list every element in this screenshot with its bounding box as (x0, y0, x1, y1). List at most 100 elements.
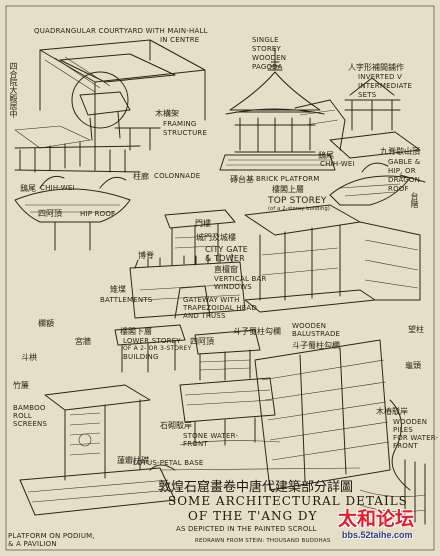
gable-label: gable & hip, or dragon roof (388, 158, 420, 194)
framing-cjk: 木構架 (155, 109, 179, 118)
framing-line2: structure (163, 129, 208, 137)
battlements-label: battlements (100, 296, 153, 304)
inverted-v-line1: inverted V (358, 73, 402, 81)
chihwei-right-cjk: 鴟尾 (318, 151, 334, 160)
pagoda-label: single storey wooden pagoda (252, 36, 286, 72)
wooden-piles-line1: wooden (393, 418, 428, 426)
inverted-v-line2: intermediate (358, 82, 413, 90)
stone-waterfront-label: stone water- front (183, 432, 238, 448)
framing-label: framing structure (163, 120, 207, 138)
wooden-piles-line3: for water- (393, 434, 439, 442)
top-storey-line2: (of a 2-storey building) (268, 206, 330, 212)
wooden-piles-cjk: 木樁駁岸 (376, 407, 408, 416)
pagoda-label-line4: pagoda (252, 63, 283, 71)
gateway-label: gateway with trapezoidal head and truss (183, 296, 257, 320)
stone-waterfront-line1: stone water- (183, 432, 239, 440)
title-line2: of the T'ang Dy (188, 509, 318, 523)
balustrade-cjk: 斗子蜀柱勾欄 (233, 327, 281, 336)
wooden-balustrade-label: wooden balustrade (292, 322, 340, 338)
title-line4: redrawn from stein: thousand buddhas (195, 538, 331, 544)
gable-line3: dragon (388, 176, 421, 184)
lower-storey-label: lower storey of a 2- or 3-storey buildin… (123, 337, 191, 361)
balustrade-drawing (254, 339, 426, 525)
gateway-line2: trapezoidal head (183, 304, 257, 312)
podium-line2: & a pavilion (8, 540, 57, 548)
title-line1: Some Architectural Details (168, 494, 408, 508)
balustrade-cjk-2: 斗子蜀柱勾欄 (292, 341, 340, 350)
misc-cjk-1: 欄額 (38, 319, 54, 328)
wooden-balustrade-line2: balustrade (292, 330, 341, 338)
top-storey-cjk: 樓閣上層 (272, 185, 304, 194)
gable-line4: roof (388, 185, 409, 193)
misc-cjk-2: 斗栱 (21, 353, 37, 362)
wooden-piles-label: wooden piles for water- front (393, 418, 438, 450)
city-gate-line1: city gate (205, 245, 249, 254)
inverted-v-line3: sets (358, 91, 377, 99)
misc-cjk-5: 博脊 (138, 251, 154, 260)
hip-roof-cjk: 四阿頂 (38, 209, 62, 218)
title-cjk: 敦煌石窟畫卷中唐代建築部分詳圖 (158, 480, 354, 495)
misc-cjk-6: 宮牆 (75, 337, 91, 346)
gable-roof-drawing (329, 162, 426, 206)
pavilion-drawing (19, 384, 176, 516)
bamboo-line1: bamboo (13, 404, 46, 412)
lotus-cjk: 蓮瓣柱礎 (117, 456, 149, 465)
city-gate-drawing (129, 209, 246, 319)
stone-waterfront-cjk: 石砌駁岸 (160, 421, 192, 430)
wooden-balustrade-line1: wooden (292, 322, 327, 330)
bamboo-line3: screens (13, 420, 48, 428)
vertical-bar-line2: windows (214, 283, 252, 291)
wooden-piles-line4: front (393, 442, 418, 450)
pagoda-label-line2: storey (252, 45, 281, 53)
top-storey-label: top storey (of a 2-storey building) (268, 197, 330, 213)
top-storey-line1: top storey (268, 196, 327, 206)
vertical-bar-label: vertical bar windows (214, 275, 267, 291)
pagoda-label-line3: wooden (252, 54, 287, 62)
stone-waterfront-drawing (179, 377, 281, 446)
vertical-bar-cjk: 直欞窗 (214, 265, 238, 274)
battlements-cjk: 雉堞 (110, 285, 126, 294)
misc-cjk-4: 門樓 (195, 219, 211, 228)
misc-cjk-7: 四阿頂 (190, 337, 214, 346)
hip-roof-label: hip roof (80, 210, 116, 218)
vertical-bar-line1: vertical bar (214, 275, 267, 283)
brick-platform-label: brick platform (256, 175, 320, 183)
pagoda-drawing (219, 47, 346, 171)
hip-roof-drawing (14, 175, 131, 251)
inverted-v-cjk: 人字形補間鋪作 (348, 63, 404, 72)
city-gate-label: city gate & tower (205, 245, 248, 263)
gateway-line3: and truss (183, 312, 226, 320)
chihwei-right-label: chih-wei (320, 160, 355, 168)
lotus-label: lotus-petal base (133, 459, 204, 467)
city-gate-cjk: 城門及城樓 (196, 233, 236, 242)
bamboo-line2: roll (13, 412, 32, 420)
misc-cjk-3: 望柱 (408, 325, 424, 334)
bamboo-cjk: 竹簾 (13, 381, 29, 390)
gable-cjk: 九脊歇山頂 (380, 147, 420, 156)
vertical-cjk-left: 四合院大殿居中 (9, 62, 18, 118)
brick-platform-cjk: 磚台基 (230, 175, 254, 184)
courtyard-label: Quadrangular courtyard with main-hall (34, 27, 208, 35)
city-gate-line2: & tower (205, 254, 245, 263)
gable-line1: gable & (388, 158, 421, 166)
pagoda-label-line1: single (252, 36, 279, 44)
misc-cjk-8: 龜頭 (405, 361, 421, 370)
podium-line1: platform on podium, (8, 532, 95, 540)
title-line3: as depicted in the painted scroll (176, 525, 317, 533)
watermark-url: bbs.52taihe.com (342, 530, 413, 540)
chihwei-left-cjk: 鴟尾 (20, 184, 36, 193)
courtyard-label-line2: in centre (160, 36, 200, 44)
colonnade-cjk: 柱廊 (133, 172, 149, 181)
watermark-logo-text: 太和论坛 (338, 508, 415, 530)
courtyard-label-line1: Quadrangular courtyard with main-hall (34, 27, 208, 35)
courtyard-drawing (14, 39, 206, 173)
bamboo-label: bamboo roll screens (13, 404, 47, 428)
wooden-piles-line2: piles (393, 426, 414, 434)
lower-storey-cjk: 樓閣下層 (120, 327, 152, 336)
top-storey-drawing (244, 204, 421, 313)
lower-storey-line3: building (123, 353, 159, 361)
lower-storey-drawing (114, 324, 261, 381)
stone-waterfront-line2: front (183, 440, 208, 448)
